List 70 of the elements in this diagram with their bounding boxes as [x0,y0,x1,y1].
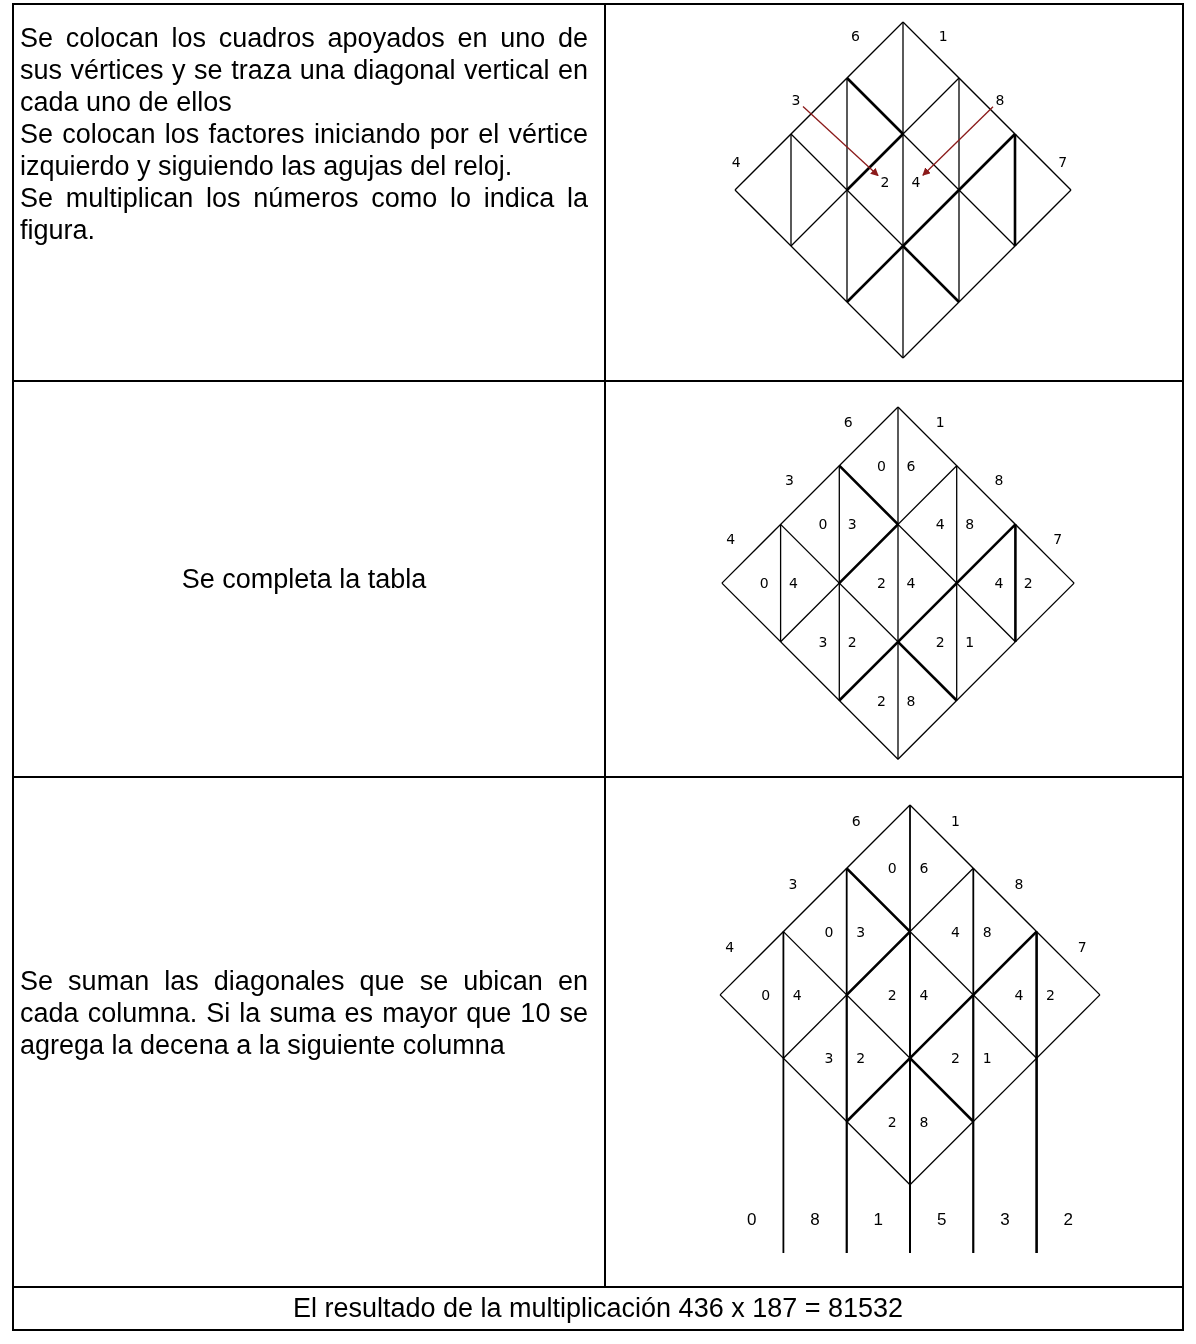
factor-digit: 8 [994,472,1004,489]
product-digit: 8 [982,923,992,940]
sum-digit: 2 [1063,1212,1073,1228]
product-digit: 3 [856,923,866,940]
product-digit: 3 [824,1050,834,1067]
product-digit: 4 [789,575,798,592]
factor-digit: 1 [938,28,948,44]
digit-label: 4 [911,174,921,190]
product-digit: 2 [951,1050,960,1067]
product-digit: 6 [919,860,929,877]
product-digit: 3 [818,633,828,650]
product-digit: 4 [935,516,945,533]
digit-label: 2 [880,174,890,190]
sum-digit: 8 [810,1212,820,1228]
instruction-text: Se colocan los cuadros apoyados en uno de sus vértices y se traza una diagonal vertical en cada uno de ellos [20,22,588,118]
product-digit: 3 [847,516,857,533]
product-digit: 4 [792,986,802,1003]
digit-label: 3 [791,92,801,108]
arrow [802,105,879,177]
product-digit: 4 [1014,986,1024,1003]
instruction-text: Se multiplican los números como lo indica la figura. [20,182,588,246]
product-digit: 4 [906,575,916,592]
factor-digit: 1 [951,812,960,829]
product-digit: 2 [1023,575,1033,592]
product-digit: 1 [965,633,975,650]
instruction-text: Se completa la tabla [180,563,428,595]
product-digit: 4 [951,923,960,940]
product-digit: 8 [965,516,975,533]
factor-digit: 4 [725,939,735,956]
product-digit: 8 [906,692,916,709]
factor-digit: 6 [851,812,861,829]
factor-digit: 6 [850,28,860,44]
product-digit: 2 [877,692,886,709]
arrow [922,106,994,176]
product-digit: 8 [919,1113,929,1130]
product-digit: 1 [982,1050,992,1067]
factor-digit: 4 [731,154,741,170]
product-digit: 0 [818,516,828,533]
factor-digit: 3 [784,472,794,489]
factor-digit: 6 [843,413,853,430]
sum-digit: 5 [936,1212,947,1228]
sum-digit: 1 [873,1212,884,1228]
product-digit: 2 [856,1050,866,1067]
sum-digit: 0 [747,1212,757,1228]
product-digit: 0 [877,457,886,474]
product-digit: 2 [887,1113,897,1130]
factor-digit: 1 [935,413,945,430]
instruction-text: Se colocan los factores iniciando por el vértice izquierdo y siguiendo las agujas del reloj. [20,118,588,182]
product-digit: 2 [847,633,857,650]
factor-digit: 7 [1058,154,1068,170]
product-digit: 0 [887,860,897,877]
product-digit: 4 [994,575,1004,592]
digit-label: 8 [995,92,1005,108]
factor-digit: 4 [726,531,736,548]
product-digit: 2 [877,575,886,592]
factor-digit: 7 [1053,531,1063,548]
factor-digit: 3 [788,876,798,893]
product-digit: 0 [824,923,834,940]
instruction-text: Se suman las diagonales que se ubican en cada columna. Si la suma es mayor que 10 se agrega la decena a la siguiente columna [20,965,588,1061]
factor-digit: 7 [1077,939,1087,956]
product-digit: 2 [935,633,945,650]
product-digit: 4 [919,986,929,1003]
product-digit: 2 [887,986,897,1003]
product-digit: 0 [759,575,769,592]
sum-digit: 3 [1000,1212,1010,1228]
product-digit: 2 [1046,986,1055,1003]
result-text: El resultado de la multiplicación 436 x 187 = 81532 [291,1292,905,1324]
product-digit: 6 [906,457,916,474]
factor-digit: 8 [1014,876,1024,893]
product-digit: 0 [761,986,771,1003]
